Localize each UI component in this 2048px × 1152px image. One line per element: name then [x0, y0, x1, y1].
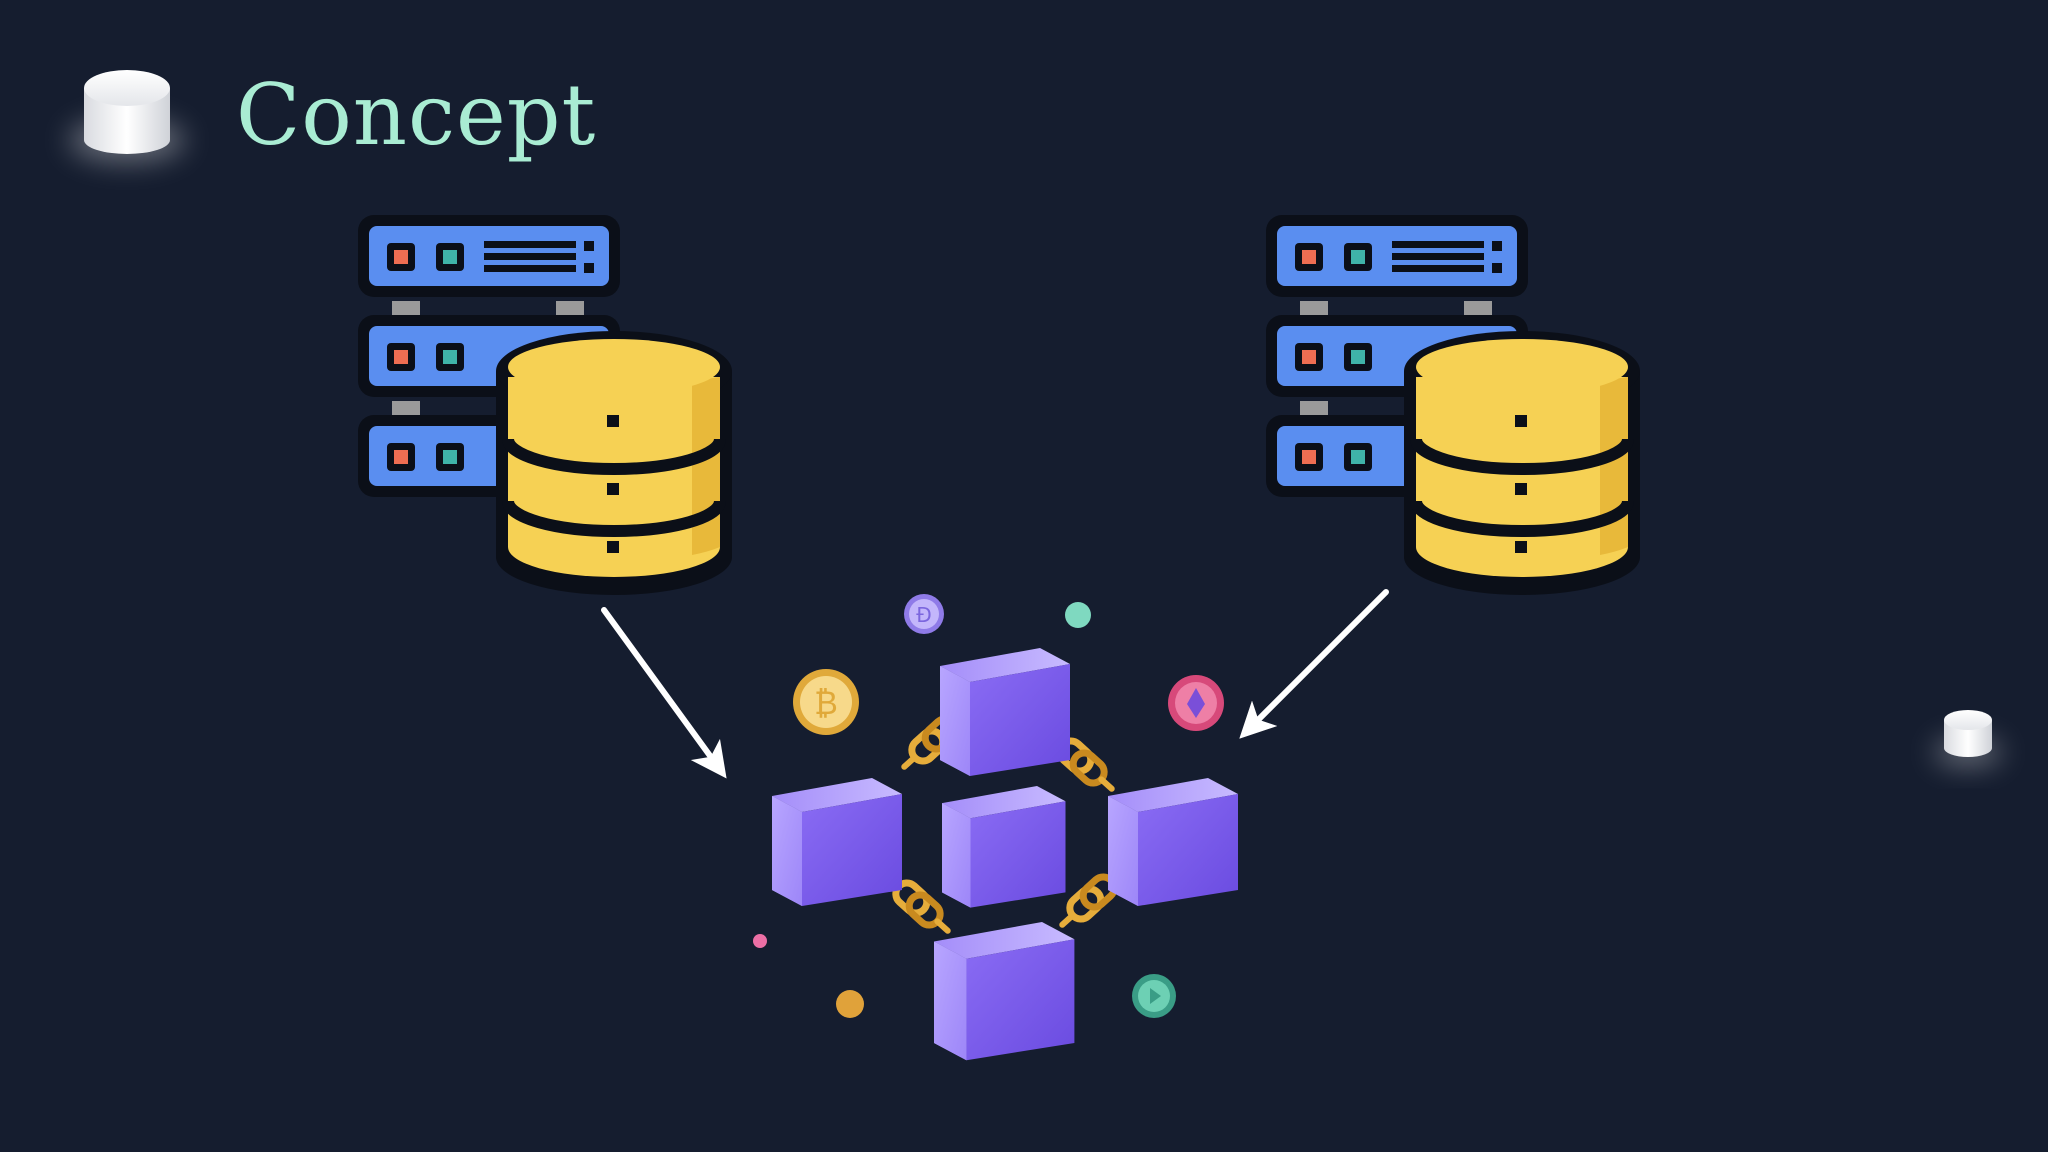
block-cube-left	[772, 778, 902, 906]
decorative-dot	[836, 990, 864, 1018]
decorative-dot	[753, 934, 767, 948]
cylinder-icon	[1934, 710, 2002, 766]
arrow-left-to-center	[601, 607, 727, 779]
server-database-icon	[1266, 215, 1640, 595]
arrow-right-to-center	[1239, 589, 1389, 739]
cylinder-icon	[69, 70, 185, 162]
server-database-icon	[358, 215, 732, 595]
decorative-dot	[1065, 602, 1091, 628]
dash-coin-icon: Đ	[904, 594, 944, 634]
svg-text:₿: ₿	[814, 684, 838, 722]
block-cube-right	[1108, 778, 1238, 906]
generic-coin-icon	[1132, 974, 1176, 1018]
block-cube-center	[942, 786, 1066, 908]
block-cube-bottom	[934, 922, 1075, 1061]
block-cube-top	[940, 648, 1070, 776]
bitcoin-coin-icon: ₿	[793, 669, 859, 735]
ethereum-coin-icon	[1168, 675, 1224, 731]
svg-text:Đ: Đ	[916, 603, 932, 627]
slide-title: Concept	[236, 66, 597, 164]
